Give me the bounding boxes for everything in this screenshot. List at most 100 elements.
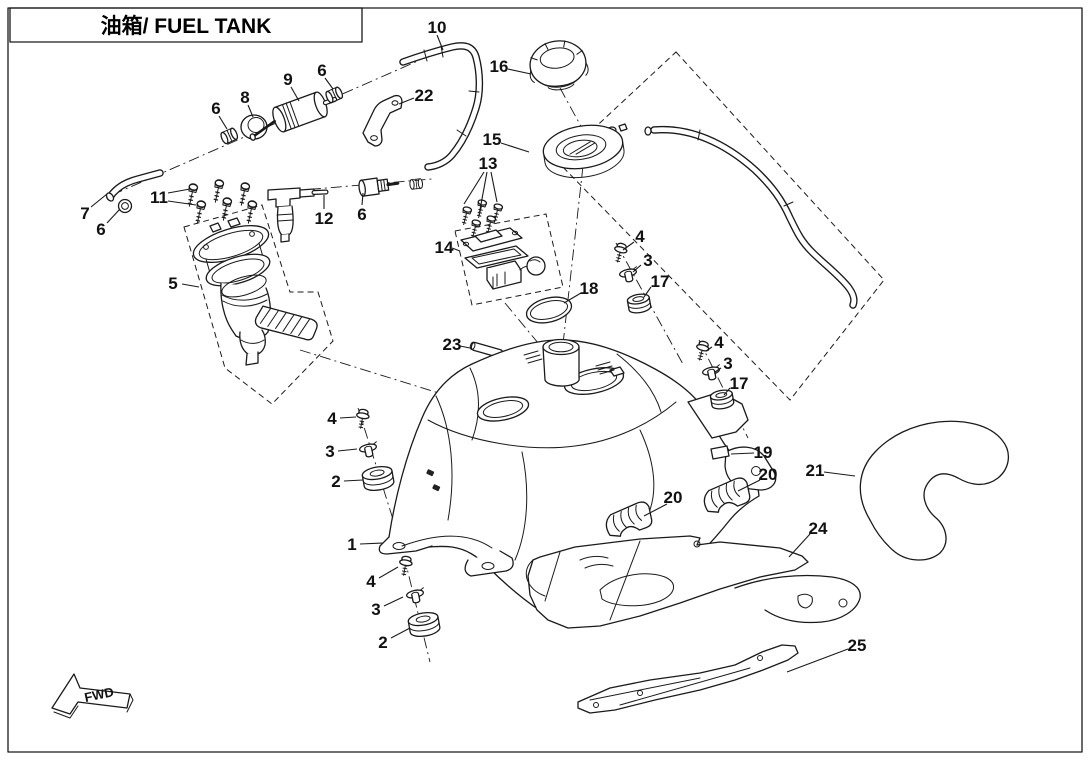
dashed-group-boxes [183, 51, 885, 405]
leader-line-4 [622, 241, 635, 251]
leader-line-19 [730, 452, 755, 455]
callout-12: 12 [315, 209, 334, 228]
callout-3: 3 [325, 442, 334, 461]
heat-shield-upper [525, 535, 861, 629]
callout-6: 6 [317, 61, 326, 80]
callout-6: 6 [211, 99, 220, 118]
leader-line-3 [337, 448, 358, 452]
leader-line-20 [643, 503, 668, 517]
leader-line-8 [247, 104, 254, 118]
leader-line-21 [823, 471, 856, 477]
leader-line-17 [643, 286, 652, 298]
fuel-filter [249, 91, 338, 141]
callout-4: 4 [327, 409, 337, 428]
spacer-block [710, 445, 730, 460]
callout-2: 2 [331, 472, 340, 491]
fuel-pump-assembly [192, 217, 318, 366]
leader-line-6 [361, 192, 364, 206]
callout-15: 15 [483, 130, 502, 149]
leader-line-22 [398, 97, 415, 105]
leader-line-16 [507, 68, 532, 75]
fuel-cap [529, 40, 589, 91]
callout-20: 20 [759, 465, 778, 484]
nut-6 [117, 198, 133, 214]
callout-17: 17 [730, 374, 749, 393]
callout-25: 25 [848, 636, 867, 655]
leader-line-24 [788, 533, 811, 558]
title-block: 油箱/ FUEL TANK [9, 7, 363, 43]
leader-line-3 [714, 367, 722, 373]
rubber-pad [703, 477, 751, 513]
callout-21: 21 [806, 461, 825, 480]
callout-13: 13 [479, 154, 498, 173]
callout-11: 11 [150, 188, 168, 207]
leader-line-20 [737, 479, 761, 492]
leader-line-2 [343, 479, 364, 482]
leader-line-17 [723, 387, 731, 396]
vent-elbow [105, 169, 164, 202]
page-title: 油箱/ FUEL TANK [101, 14, 272, 38]
tank-pad [859, 420, 1009, 561]
callout-23: 23 [443, 335, 462, 354]
leader-line-2 [390, 627, 411, 639]
callout-22: 22 [415, 86, 434, 105]
leader-line-18 [563, 292, 582, 304]
leader-line-3 [383, 596, 404, 607]
fuel-sensor-box [454, 213, 564, 306]
drain-hose [607, 123, 858, 309]
callout-5: 5 [168, 274, 177, 293]
leader-line-6 [324, 77, 334, 90]
leader-line-7 [90, 193, 108, 208]
fwd-label: FWD [83, 684, 115, 705]
leader-line-25 [786, 648, 849, 673]
leader-line-4 [705, 346, 713, 352]
leader-line-23 [459, 345, 471, 349]
filler-neck-ring [542, 124, 625, 179]
leader-line-11 [167, 188, 191, 194]
hose-bracket [362, 94, 403, 147]
callout-24: 24 [809, 519, 828, 538]
heat-shield-lower [577, 644, 799, 714]
leader-line-15 [500, 142, 530, 153]
callout-7: 7 [80, 204, 89, 223]
leader-line-4 [378, 566, 399, 579]
callout-3: 3 [643, 251, 652, 270]
leader-line-6 [218, 115, 228, 130]
callout-6: 6 [96, 220, 105, 239]
filler-ring-box [557, 51, 885, 401]
page-border [7, 7, 1083, 753]
callout-4: 4 [714, 333, 724, 352]
callout-18: 18 [580, 279, 599, 298]
fwd-arrow: FWD [51, 673, 134, 719]
callout-6: 6 [357, 205, 366, 224]
callout-19: 19 [754, 443, 773, 462]
callout-2: 2 [378, 633, 387, 652]
leader-line-5 [181, 283, 200, 288]
callout-16: 16 [490, 57, 509, 76]
fuel-level-sensor [460, 227, 546, 290]
leader-line-10 [436, 34, 444, 51]
callout-20: 20 [664, 488, 683, 507]
leader-line-4 [339, 416, 357, 419]
leader-line-13 [463, 171, 485, 205]
leader-line-3 [632, 264, 642, 273]
callout-3: 3 [371, 600, 380, 619]
rubber-pad [605, 501, 653, 537]
leader-line-14 [451, 247, 461, 252]
callout-1: 1 [347, 535, 356, 554]
leader-line-13 [478, 171, 488, 216]
fuel-hose [399, 42, 484, 171]
callout-8: 8 [240, 88, 249, 107]
o-ring [525, 296, 573, 324]
callout-4: 4 [366, 572, 376, 591]
callout-14: 14 [435, 238, 454, 257]
pump-bolts [184, 178, 258, 225]
leader-line-1 [359, 542, 384, 545]
leader-line-11 [167, 200, 197, 206]
leader-line-9 [290, 86, 300, 102]
leader-line-13 [490, 171, 498, 203]
callout-4: 4 [635, 227, 645, 246]
